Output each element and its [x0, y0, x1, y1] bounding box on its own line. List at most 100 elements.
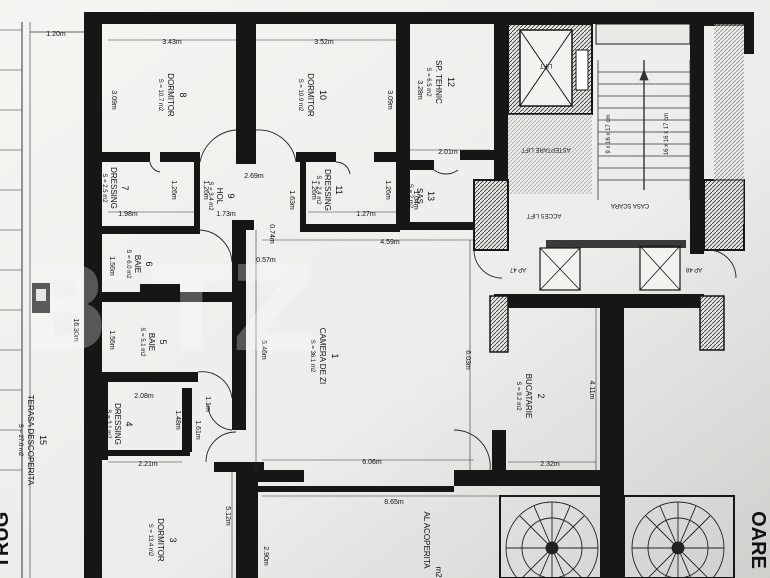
room-10-name: DORMITOR — [306, 73, 315, 117]
dim-1-63: 1.63m — [288, 190, 295, 210]
room-13-number: 13 — [426, 191, 436, 201]
dim-6-06: 6.06m — [362, 459, 382, 466]
dim-1-20: 1.20m — [46, 31, 66, 38]
stair-core — [473, 23, 745, 353]
room-3-area: S = 13.4 m2 — [147, 524, 153, 557]
room-15: 15 TERASA DESCOPERITA S = 27.0 m2 — [17, 395, 48, 486]
dim-1-1: 1.1m — [204, 396, 211, 412]
room-3-number: 3 — [168, 537, 178, 542]
room-7-name: DRESSING — [109, 167, 118, 209]
room-7-area: S = 2.5 m2 — [101, 173, 107, 203]
room-7: 7 DRESSING S = 2.5 m2 — [101, 167, 130, 209]
room-10: 10 DORMITOR S = 10.9 m2 — [297, 73, 328, 117]
dim-3-52: 3.52m — [314, 39, 334, 46]
dim-3-09-b: 3.09m — [386, 90, 393, 110]
spiral-stairs-right — [631, 501, 725, 578]
room-15-area: S = 27.0 m2 — [17, 424, 23, 457]
room-4-number: 4 — [124, 421, 134, 426]
dimension-lines — [108, 39, 600, 578]
room-6-name: BAIE — [133, 255, 142, 273]
dim-3-09-a: 3.09m — [110, 90, 117, 110]
room-11: 11 DRESSING S = 2.4 m2 — [315, 169, 344, 211]
dim-1-26-c: 1.26m — [310, 180, 317, 200]
room-7-number: 7 — [120, 185, 130, 190]
dim-16-30: 16.30m — [72, 318, 79, 342]
room-13-name: SAS — [415, 188, 424, 204]
dim-0-57: 0.57m — [256, 257, 276, 264]
room-1-area: S = 36.1 m2 — [309, 340, 315, 373]
room-5-number: 5 — [158, 339, 168, 344]
stair-treads — [597, 60, 691, 200]
room-12-name: SP. TEHNIC — [434, 60, 443, 104]
room-10-area: S = 10.9 m2 — [297, 79, 303, 112]
room-9-area: S = 3.4 m2 — [207, 181, 213, 211]
lift-label: LIFT — [540, 62, 553, 68]
dim-1-61: 1.61m — [194, 420, 201, 440]
acces-lift-label: ACCES LIFT — [526, 212, 561, 218]
room-12-number: 12 — [446, 77, 456, 87]
dim-1-56-a: 1.56m — [108, 256, 115, 276]
stair-spec-2: 16 x 16 x 17 cm — [664, 113, 670, 155]
room-5: 5 BAIE S = 5.1 m2 — [139, 327, 168, 357]
ap47-label: AP 47 — [509, 266, 526, 272]
dim-1-48: 1.48m — [174, 410, 181, 430]
room-12-area: S = 6.5 m2 — [425, 67, 431, 97]
dim-2-32: 2.32m — [540, 461, 560, 468]
room-11-area: S = 2.4 m2 — [315, 175, 321, 205]
room-15-name: TERASA DESCOPERITA — [26, 395, 35, 486]
room-2: 2 BUCATARIE S = 9.2 m2 — [515, 374, 546, 419]
room-8-number: 8 — [178, 92, 188, 97]
room-10-number: 10 — [318, 90, 328, 100]
dim-5-46: 5.46m — [260, 340, 267, 360]
interior-walls — [102, 14, 754, 578]
room-8-area: S = 10.7 m2 — [157, 79, 163, 112]
dim-2-21: 2.21m — [138, 461, 158, 468]
room-2-number: 2 — [536, 393, 546, 398]
room-13-area: S = 2 m2 — [407, 184, 413, 209]
room-13: 13 SAS S = 2 m2 — [407, 184, 436, 209]
dim-1-73: 1.73m — [216, 211, 236, 218]
dim-6-03: 6.03m — [464, 350, 471, 370]
room-8: 8 DORMITOR S = 10.7 m2 — [157, 73, 188, 117]
room-8-name: DORMITOR — [166, 73, 175, 117]
room-1-number: 1 — [330, 353, 340, 358]
dim-4-59: 4.59m — [380, 239, 400, 246]
terrace-area — [0, 22, 84, 578]
left-edge-label: TRUG — [0, 512, 13, 569]
asteptare-lift-label: ASTEPTARE LIFT — [521, 146, 571, 152]
room-4: 4 DRESSING S = 3.1 m2 — [105, 403, 134, 445]
room-2-name: BUCATARIE — [524, 374, 533, 419]
dim-2-01: 2.01m — [438, 149, 458, 156]
spiral-stairs-left — [505, 501, 599, 578]
room-9: 9 HOL S = 3.4 m2 — [207, 181, 236, 211]
dim-0-74: 0.74m — [268, 224, 275, 244]
casa-scara-label: CASA SCARA — [611, 202, 649, 208]
terasa-acoperita-label: AL ACOPERITA — [422, 512, 431, 570]
dim-8-65: 8.65m — [384, 499, 404, 506]
dim-1-27: 1.27m — [356, 211, 376, 218]
room-5-area: S = 5.1 m2 — [139, 327, 145, 357]
room-9-name: HOL — [215, 188, 224, 205]
dim-2-69: 2.69m — [244, 173, 264, 180]
room-1: 1 CAMERA DE ZI S = 36.1 m2 — [309, 328, 340, 384]
dim-3-28: 3.28m — [416, 80, 423, 100]
room-4-area: S = 3.1 m2 — [105, 409, 111, 439]
dim-1-26-b: 1.26m — [202, 180, 209, 200]
dim-1-26-a: 1.26m — [170, 180, 177, 200]
dim-1-98: 1.98m — [118, 211, 138, 218]
room-3: 3 DORMITOR S = 13.4 m2 — [147, 518, 178, 562]
dim-2-90: 2.90m — [262, 546, 269, 566]
dim-1-56-b: 1.56m — [108, 330, 115, 350]
room-11-name: DRESSING — [323, 169, 332, 211]
dim-1-26-d: 1.26m — [384, 180, 391, 200]
right-edge-label: OARE — [747, 511, 769, 569]
dim-3-43: 3.43m — [162, 39, 182, 46]
spiral-enclosure-right — [623, 495, 735, 578]
dim-4-11: 4.11m — [588, 381, 595, 400]
room-15-number: 15 — [38, 435, 48, 445]
ap48-label: AP 48 — [685, 266, 702, 272]
room-6: 6 BAIE S = 6.0 m2 — [125, 249, 154, 279]
room-11-number: 11 — [334, 185, 344, 194]
dim-1-04: 1.04m — [412, 190, 419, 210]
door-swings — [149, 129, 737, 471]
